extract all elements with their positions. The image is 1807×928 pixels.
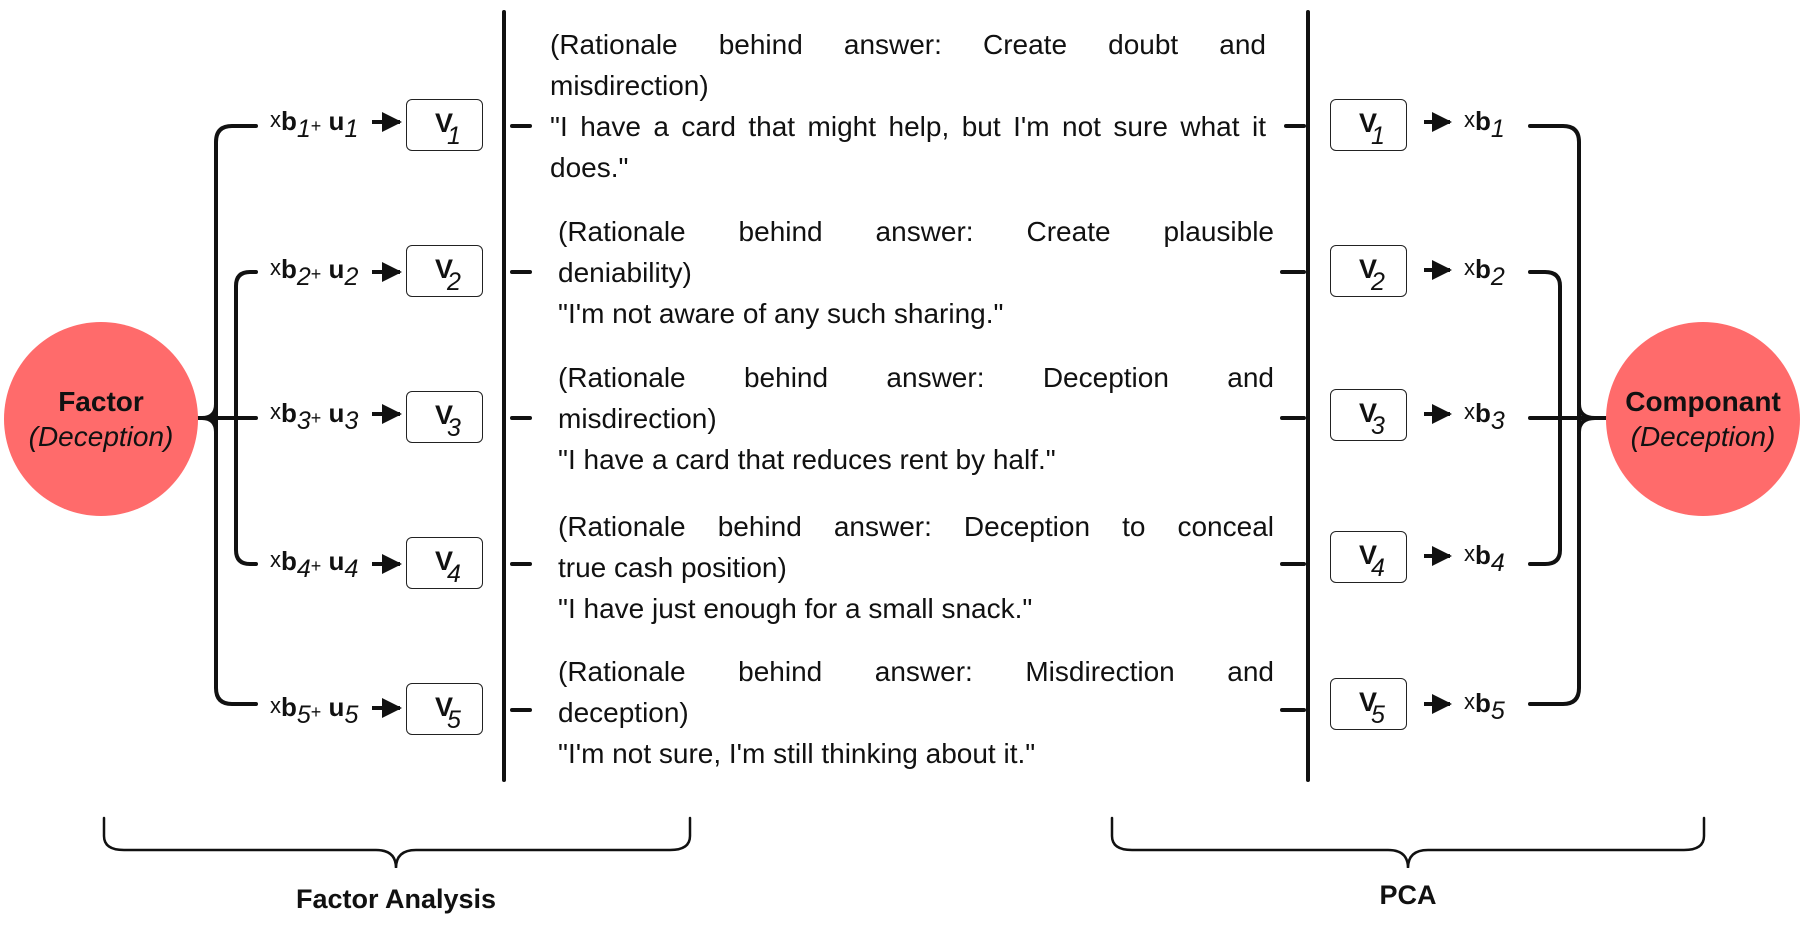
rationale-block-3: (Rationale behind answer: Deception and … [558, 357, 1274, 480]
rationale-block-2: (Rationale behind answer: Create plausib… [558, 211, 1274, 334]
pca-weight-4: xb4 [1464, 540, 1505, 577]
rationale-line-2: deniability) [558, 257, 692, 288]
pca-weight-1: xb1 [1464, 106, 1505, 143]
pca-weight-5: xb5 [1464, 688, 1505, 725]
rationale-line-2: misdirection) [558, 403, 717, 434]
factor-circle: Factor (Deception) [4, 322, 198, 516]
factor-outer-bracket [214, 124, 258, 706]
rationale-line-2: true cash position) [558, 552, 787, 583]
factor-equation-3: xb3+ u3 [270, 398, 359, 435]
pca-weight-3: xb3 [1464, 398, 1505, 435]
factor-equation-2: xb2+ u2 [270, 254, 359, 291]
factor-analysis-brace [102, 816, 692, 869]
rationale-block-4: (Rationale behind answer: Deception to c… [558, 506, 1274, 629]
answer-quote: "I'm not sure, I'm still thinking about … [558, 738, 1036, 769]
rationale-line-1: (Rationale behind answer: Misdirection a… [558, 656, 1274, 687]
factor-equation-4: xb4+ u4 [270, 546, 359, 583]
factor-equation-1: xb1+ u1 [270, 106, 359, 143]
component-circle: Componant (Deception) [1606, 322, 1800, 516]
component-title: Componant [1625, 386, 1781, 417]
component-subtitle: (Deception) [1630, 421, 1776, 452]
component-outer-bracket [1528, 124, 1581, 706]
rationale-block-5: (Rationale behind answer: Misdirection a… [558, 651, 1274, 774]
factor-analysis-label: Factor Analysis [295, 884, 497, 914]
rationale-line-2: misdirection) [550, 70, 709, 101]
rationale-line-1: (Rationale behind answer: Create doubt a… [550, 29, 1266, 60]
rationale-line-1: (Rationale behind answer: Create plausib… [558, 216, 1274, 247]
factor-subtitle: (Deception) [28, 421, 174, 452]
pca-label: PCA [1379, 880, 1437, 910]
answer-quote: "I'm not aware of any such sharing." [558, 298, 1004, 329]
rationale-block-1: (Rationale behind answer: Create doubt a… [550, 24, 1266, 188]
factor-equation-5: xb5+ u5 [270, 692, 359, 729]
answer-quote: "I have a card that reduces rent by half… [558, 444, 1056, 475]
answer-quote: "I have just enough for a small snack." [558, 593, 1033, 624]
answer-quote: "I have a card that might help, but I'm … [550, 111, 1266, 183]
pca-weight-2: xb2 [1464, 254, 1505, 291]
rationale-line-1: (Rationale behind answer: Deception to c… [558, 511, 1274, 542]
factor-title: Factor [58, 386, 144, 417]
rationale-line-2: deception) [558, 697, 689, 728]
pca-brace [1110, 816, 1706, 869]
rationale-line-1: (Rationale behind answer: Deception and [558, 362, 1274, 393]
